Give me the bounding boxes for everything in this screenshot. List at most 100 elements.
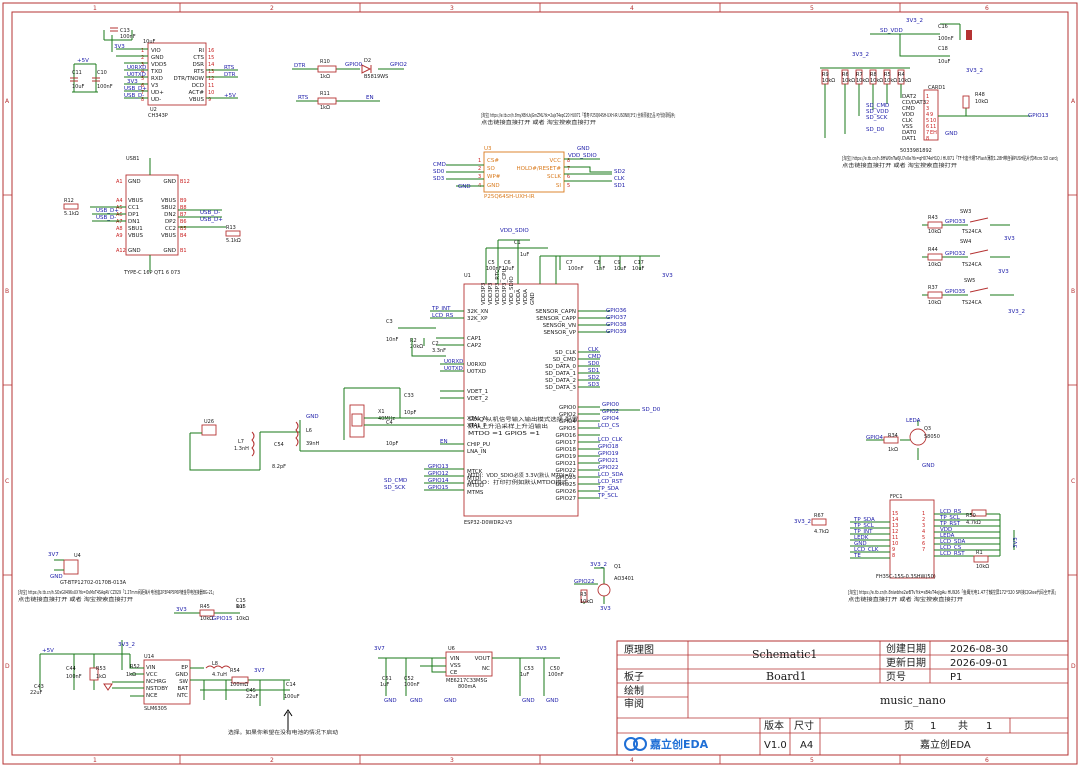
svg-text:R37: R37 <box>928 285 938 291</box>
svg-text:U4: U4 <box>74 553 81 559</box>
svg-text:SD_CMD: SD_CMD <box>384 478 407 484</box>
r13-value: 5.1kΩ <box>226 238 241 244</box>
svg-text:C5: C5 <box>488 260 495 266</box>
svg-text:32K_XP: 32K_XP <box>467 316 488 322</box>
svg-text:TP_INT: TP_INT <box>431 306 451 312</box>
svg-text:10kΩ: 10kΩ <box>580 599 593 605</box>
svg-text:C8: C8 <box>594 260 601 266</box>
svg-text:3: 3 <box>478 174 481 180</box>
svg-text:SW5: SW5 <box>964 278 975 284</box>
svg-text:MTMS: MTMS <box>467 490 484 496</box>
svg-text:C43: C43 <box>34 684 44 690</box>
svg-text:GND: GND <box>854 541 867 547</box>
svg-text:C9: C9 <box>614 260 621 266</box>
sd-note: [淘宝] https://e.tb.cn/h.8HW0nTw6JU7v0e?tk… <box>842 155 1060 169</box>
svg-text:SD_DATA_0: SD_DATA_0 <box>545 364 576 370</box>
svg-text:SD0: SD0 <box>588 361 600 367</box>
svg-text:[淘宝] https://e.tb.cn/h.SOxG049: [淘宝] https://e.tb.cn/h.SOxG0496sUX?tk=Os… <box>18 589 216 596</box>
svg-text:5: 5 <box>922 535 925 541</box>
svg-text:LNA_IN: LNA_IN <box>467 449 486 455</box>
svg-text:13: 13 <box>208 69 214 75</box>
svg-text:CD/DAT3: CD/DAT3 <box>902 100 927 106</box>
net-usb-dm: USB_D- <box>200 210 220 216</box>
svg-text:GND: GND <box>522 698 535 704</box>
col-label: 4 <box>630 757 634 764</box>
u2-ch343p[interactable]: U2 CH343P VIO GND VDD5 TXD RXD V3 UD+ UD… <box>103 27 238 119</box>
c12-cap[interactable]: 100nF <box>120 34 136 40</box>
esp-notes: SDIO 从机信号输入输出模式选择 配置 默认上升沿采样上升沿输出 MTDO =… <box>468 416 578 486</box>
svg-text:VDD_SDIO: VDD_SDIO <box>509 276 515 305</box>
svg-text:GPIO12: GPIO12 <box>428 471 449 477</box>
svg-text:VIN: VIN <box>146 665 156 671</box>
svg-text:GND: GND <box>530 292 536 305</box>
svg-text:GPIO26: GPIO26 <box>555 489 576 495</box>
net-sd1: SD1 <box>614 183 625 189</box>
svg-text:3: 3 <box>926 106 929 112</box>
svg-text:7: 7 <box>141 90 144 96</box>
net-v33: 3V3 <box>114 44 125 50</box>
svg-text:TS24CA: TS24CA <box>961 229 982 235</box>
svg-text:C44: C44 <box>66 666 76 672</box>
svg-text:4: 4 <box>926 112 929 118</box>
boot-circuit[interactable]: DTR R10 1kΩ D2 B5819WS GPIO0 GPIO2 RTS R… <box>292 58 407 111</box>
svg-text:10kΩ: 10kΩ <box>822 78 835 84</box>
svg-text:GPIO32: GPIO32 <box>945 251 966 257</box>
svg-text:2: 2 <box>141 55 144 61</box>
c16-value: 100nF <box>938 36 954 42</box>
net-sd3: SD3 <box>433 176 445 182</box>
net-gpio0: GPIO0 <box>345 62 363 68</box>
svg-text:AO3401: AO3401 <box>614 576 634 582</box>
c10-ref: C10 <box>97 70 107 76</box>
svg-text:NCHRG: NCHRG <box>146 679 166 685</box>
svg-text:10kΩ: 10kΩ <box>842 78 855 84</box>
svg-text:LCD_SDA: LCD_SDA <box>598 472 624 478</box>
svg-text:SD_DATA_3: SD_DATA_3 <box>545 385 576 391</box>
col-label: 5 <box>810 757 814 764</box>
net-en: EN <box>366 95 374 101</box>
svg-text:MTDI：VDD_SDIO必须 3.3V(默认 MTDI=0: MTDI：VDD_SDIO必须 3.3V(默认 MTDI=0) <box>468 472 574 479</box>
svg-text:A1: A1 <box>116 179 123 185</box>
svg-text:TP_INT: TP_INT <box>853 529 873 535</box>
svg-text:10uF: 10uF <box>632 266 645 272</box>
fpc1-lcd-connector[interactable]: FPC1 FH35C-15S-0.3SHW(50) TP_SDATP_SCLTP… <box>794 494 1019 580</box>
power-5v-cap-group[interactable]: +5V C11 10uF C10 100nF <box>70 58 113 93</box>
svg-text:11: 11 <box>892 535 898 541</box>
u4-battery-connector[interactable]: U4 GT-BTP12702-0170B-013A 3V7 GND <box>48 552 127 586</box>
svg-text:VBUS: VBUS <box>161 198 177 204</box>
svg-text:3V3_2: 3V3_2 <box>794 519 811 525</box>
svg-text:GPIO38: GPIO38 <box>606 322 627 328</box>
tb-label: 更新日期 <box>886 656 926 669</box>
svg-text:1kΩ: 1kΩ <box>888 447 898 453</box>
svg-text:1uF: 1uF <box>380 682 389 688</box>
svg-text:1uF: 1uF <box>520 672 529 678</box>
svg-text:3V7: 3V7 <box>374 646 385 652</box>
c13-cap[interactable]: C13 10uF <box>110 27 156 45</box>
net-5v: +5V <box>77 58 89 64</box>
battery-note: [淘宝] https://e.tb.cn/h.SOxG0496sUX?tk=Os… <box>18 589 216 603</box>
svg-text:DAT1: DAT1 <box>902 136 916 142</box>
col-label: 3 <box>450 757 454 764</box>
col-label: 4 <box>630 5 634 12</box>
svg-text:R54: R54 <box>230 668 240 674</box>
svg-text:A5: A5 <box>116 205 123 211</box>
svg-text:XTAL_P: XTAL_P <box>467 423 487 429</box>
svg-text:10kΩ: 10kΩ <box>856 78 869 84</box>
svg-text:L7: L7 <box>238 439 244 445</box>
net-usb-dm: USB_D- <box>96 215 116 221</box>
